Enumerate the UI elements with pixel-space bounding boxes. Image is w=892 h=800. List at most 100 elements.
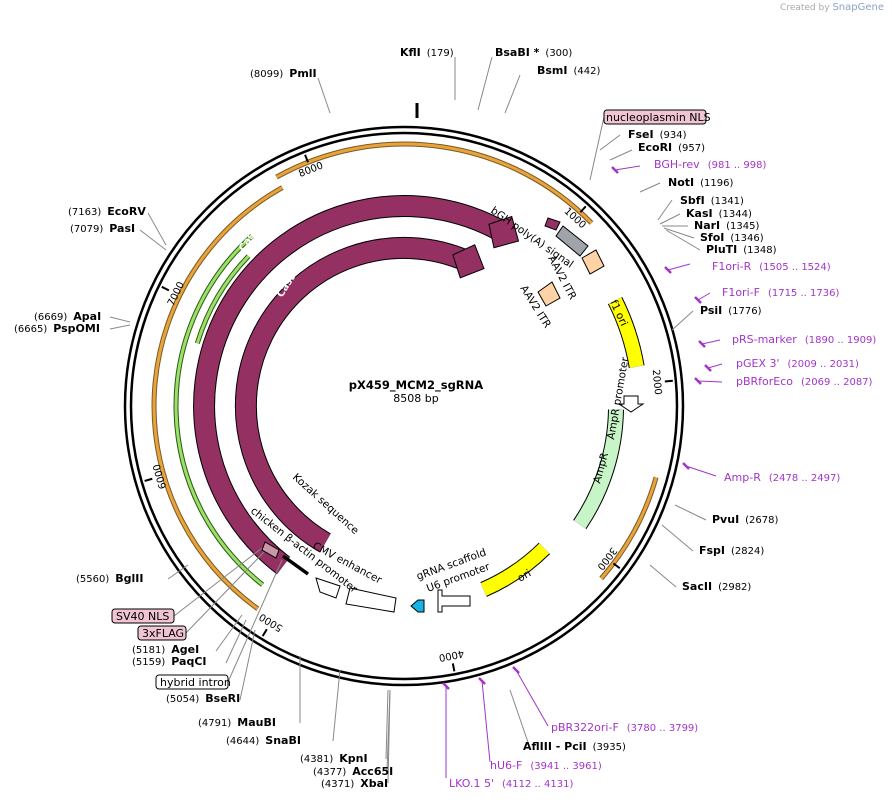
restriction-site-label[interactable]: (4377)Acc65I bbox=[313, 765, 393, 778]
site-name: SacII bbox=[682, 580, 712, 593]
primer-range: (2478 .. 2497) bbox=[769, 473, 841, 484]
site-position: (2982) bbox=[718, 582, 751, 593]
site-position: (7163) bbox=[68, 207, 101, 218]
restriction-site-label[interactable]: EcoRI (957) bbox=[638, 141, 705, 154]
outer-orange-band bbox=[275, 142, 593, 225]
primer-name: pBR322ori-F bbox=[551, 721, 619, 734]
restriction-site-label[interactable]: (4381)KpnI bbox=[300, 752, 368, 765]
site-callout-line bbox=[317, 77, 331, 114]
primer-label[interactable]: Amp-R(2478 .. 2497) bbox=[724, 471, 840, 484]
primer-label[interactable]: pRS-marker(1890 .. 1909) bbox=[732, 333, 876, 346]
restriction-site-label[interactable]: (5054)BseRI bbox=[166, 692, 240, 705]
restriction-site-label[interactable]: SbfI(1341) bbox=[680, 194, 744, 207]
primer-label[interactable]: pBR322ori-F(3780 .. 3799) bbox=[551, 721, 698, 734]
backbone-inner-ring bbox=[129, 131, 679, 681]
site-position: (2678) bbox=[745, 515, 778, 526]
ruler-tick-label: 4000 bbox=[438, 647, 465, 663]
primer-name: LKO.1 5' bbox=[449, 777, 494, 790]
restriction-site-label[interactable]: (6665)PspOMI bbox=[14, 322, 100, 335]
restriction-site-label[interactable]: FspI(2824) bbox=[699, 544, 764, 557]
primer-label[interactable]: hU6-F(3941 .. 3961) bbox=[490, 759, 602, 772]
restriction-site-label[interactable]: KflI(179) bbox=[400, 46, 454, 59]
restriction-site-label[interactable]: (7079)PasI bbox=[70, 222, 135, 235]
restriction-site-label[interactable]: BsmI(442) bbox=[537, 64, 600, 77]
site-name: EcoRI bbox=[638, 141, 672, 154]
primer-label[interactable]: F1ori-R(1505 .. 1524) bbox=[712, 260, 831, 273]
aav2-itr-block-1 bbox=[581, 249, 605, 275]
site-position: (4377) bbox=[313, 767, 346, 778]
grna-scaffold-arrow bbox=[410, 599, 425, 613]
restriction-site-label[interactable]: PvuI (2678) bbox=[712, 513, 779, 526]
cas9-inner-arc bbox=[235, 237, 472, 552]
restriction-site-label[interactable]: (5181)AgeI bbox=[132, 643, 199, 656]
restriction-site-label[interactable]: BsaBI *(300) bbox=[495, 46, 572, 59]
primer-label[interactable]: F1ori-F(1715 .. 1736) bbox=[722, 286, 839, 299]
restriction-site-label[interactable]: PsiI(1776) bbox=[700, 304, 762, 317]
f1-ori-arc bbox=[608, 297, 644, 368]
feature-box-callout bbox=[227, 559, 283, 683]
restriction-site-label[interactable]: PluTI(1348) bbox=[706, 243, 777, 256]
site-name: BsaBI * bbox=[495, 46, 540, 59]
site-name: ApaI bbox=[73, 310, 101, 323]
site-callout-line bbox=[657, 199, 673, 221]
feature-box bbox=[603, 109, 707, 125]
primer-range: (981 .. 998) bbox=[708, 160, 767, 171]
site-callout-line bbox=[167, 564, 189, 580]
primer-name: pBRforEco bbox=[736, 375, 793, 388]
restriction-site-label[interactable]: KasI(1344) bbox=[686, 207, 752, 220]
restriction-site-label[interactable]: NarI(1345) bbox=[694, 219, 760, 232]
site-name: PvuI bbox=[712, 513, 739, 526]
restriction-site-label[interactable]: (7163)EcoRV bbox=[68, 205, 146, 218]
cas9-outer-arrowhead bbox=[488, 215, 520, 249]
ruler-tick bbox=[664, 379, 673, 383]
restriction-site-label[interactable]: (8099)PmlI bbox=[250, 67, 317, 80]
site-position: (5159) bbox=[132, 657, 165, 668]
site-position: (8099) bbox=[250, 69, 283, 80]
restriction-site-label[interactable]: AflIII - PciI(3935) bbox=[523, 740, 626, 753]
feature-box-label[interactable]: hybrid intron bbox=[160, 676, 231, 689]
primer-callout-line bbox=[697, 380, 723, 383]
primer-name: pGEX 3' bbox=[736, 357, 780, 370]
site-position: (3935) bbox=[593, 742, 626, 753]
site-position: (4791) bbox=[198, 718, 231, 729]
restriction-site-label[interactable]: (4644)SnaBI bbox=[226, 734, 301, 747]
restriction-site-label[interactable]: (6669)ApaI bbox=[34, 310, 101, 323]
ruler-tick-label: 7000 bbox=[166, 280, 187, 308]
site-position: (1776) bbox=[728, 306, 761, 317]
restriction-site-label[interactable]: (5560)BglII bbox=[76, 572, 143, 585]
site-callout-line bbox=[671, 310, 694, 331]
cmv-enhancer-arrow bbox=[315, 577, 341, 599]
site-callout-line bbox=[109, 316, 131, 323]
restriction-site-label[interactable]: (4791)MauBI bbox=[198, 716, 276, 729]
restriction-site-label[interactable]: (4371)XbaI bbox=[321, 777, 388, 790]
primer-callout-line bbox=[614, 165, 641, 171]
ruler-tick bbox=[304, 154, 309, 163]
feature-box-label[interactable]: 3xFLAG bbox=[142, 627, 184, 640]
primer-mark bbox=[664, 266, 672, 274]
primer-callout-line bbox=[515, 669, 549, 727]
feature-box-label[interactable]: SV40 NLS bbox=[116, 610, 169, 623]
primer-mark bbox=[512, 666, 520, 674]
primer-label[interactable]: pBRforEco(2069 .. 2087) bbox=[736, 375, 873, 388]
restriction-site-label[interactable]: SfoI(1346) bbox=[700, 231, 764, 244]
site-position: (179) bbox=[427, 48, 454, 59]
restriction-site-label[interactable]: FseI(934) bbox=[628, 128, 687, 141]
feature-box bbox=[137, 625, 187, 641]
primer-label[interactable]: pGEX 3'(2009 .. 2031) bbox=[736, 357, 859, 370]
site-name: AgeI bbox=[171, 643, 199, 656]
restriction-site-label[interactable]: NotI(1196) bbox=[668, 176, 733, 189]
site-callout-line bbox=[147, 212, 167, 246]
primer-name: hU6-F bbox=[490, 759, 522, 772]
ruler-tick-label: 6000 bbox=[152, 463, 170, 491]
primer-label[interactable]: BGH-rev(981 .. 998) bbox=[654, 158, 766, 171]
site-name: SnaBI bbox=[265, 734, 301, 747]
primer-label[interactable]: LKO.1 5'(4112 .. 4131) bbox=[449, 777, 573, 790]
restriction-site-label[interactable]: (5159)PaqCI bbox=[132, 655, 207, 668]
site-position: (1341) bbox=[711, 196, 744, 207]
site-name: BglII bbox=[115, 572, 143, 585]
feature-box-label[interactable]: nucleoplasmin NLS bbox=[606, 111, 711, 124]
site-callouts: KflI(179) BsaBI *(300) BsmI(442) (8099)PmlI… bbox=[14, 46, 876, 790]
restriction-site-label[interactable]: SacII (2982) bbox=[682, 580, 751, 593]
site-position: (957) bbox=[678, 143, 705, 154]
